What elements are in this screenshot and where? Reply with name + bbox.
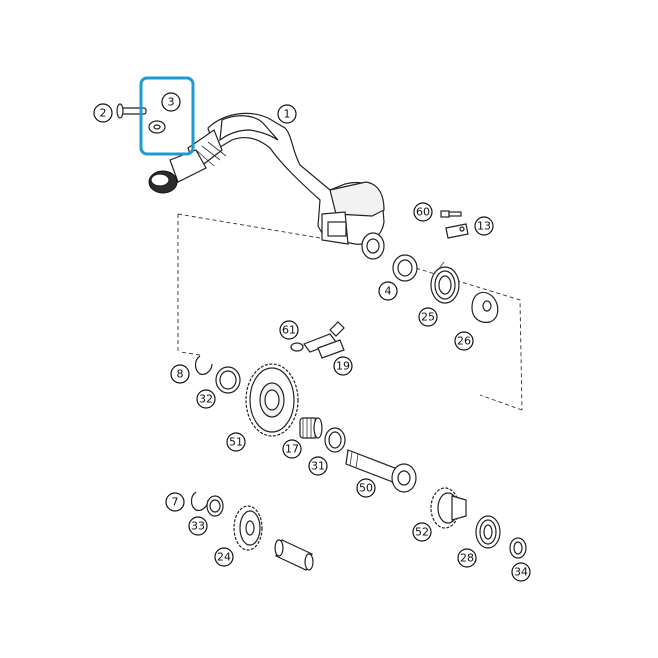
- callout-31[interactable]: 31: [308, 456, 328, 476]
- washer-33: [206, 495, 224, 517]
- svg-text:31: 31: [311, 460, 325, 473]
- svg-text:51: 51: [229, 436, 243, 449]
- svg-text:33: 33: [191, 520, 205, 533]
- callout-3[interactable]: 3: [161, 92, 181, 112]
- shaft-50: [345, 449, 417, 493]
- highlight-box: [139, 76, 195, 156]
- callout-33[interactable]: 33: [188, 516, 208, 536]
- svg-text:60: 60: [416, 206, 430, 219]
- callout-1[interactable]: 1: [277, 104, 297, 124]
- callout-7[interactable]: 7: [165, 492, 185, 512]
- bushing: [274, 539, 314, 571]
- callout-60[interactable]: 60: [413, 202, 433, 222]
- svg-text:25: 25: [421, 311, 435, 324]
- washer-part: [148, 120, 166, 134]
- callout-8[interactable]: 8: [170, 364, 190, 384]
- svg-text:19: 19: [336, 360, 350, 373]
- circlip-8: [194, 355, 213, 375]
- gear-52: [430, 487, 467, 529]
- callout-2[interactable]: 2: [93, 103, 113, 123]
- callout-52[interactable]: 52: [412, 522, 432, 542]
- callout-34[interactable]: 34: [511, 562, 531, 582]
- kick-lever: [148, 112, 385, 260]
- plate-26: [471, 291, 499, 323]
- gear-24: [233, 505, 263, 551]
- gear-51: [245, 363, 299, 437]
- svg-text:1: 1: [284, 108, 291, 121]
- callout-32[interactable]: 32: [196, 389, 216, 409]
- svg-text:13: 13: [477, 220, 491, 233]
- svg-text:24: 24: [217, 551, 231, 564]
- washer-32: [215, 366, 241, 394]
- callout-17[interactable]: 17: [282, 439, 302, 459]
- ratchet-lever: [290, 321, 345, 359]
- clip-part: [445, 223, 469, 239]
- callout-4[interactable]: 4: [378, 281, 398, 301]
- callout-61[interactable]: 61: [279, 320, 299, 340]
- callout-50[interactable]: 50: [356, 478, 376, 498]
- svg-text:7: 7: [172, 496, 179, 509]
- svg-text:28: 28: [460, 552, 474, 565]
- callout-26[interactable]: 26: [454, 331, 474, 351]
- svg-text:8: 8: [177, 368, 184, 381]
- screw-part: [440, 210, 462, 218]
- washer-34: [509, 537, 527, 559]
- circlip-7: [190, 491, 209, 511]
- spring-25: [430, 261, 460, 304]
- svg-text:32: 32: [199, 393, 213, 406]
- svg-text:3: 3: [168, 96, 175, 109]
- svg-text:34: 34: [514, 566, 528, 579]
- callout-28[interactable]: 28: [457, 548, 477, 568]
- callout-25[interactable]: 25: [418, 307, 438, 327]
- washer-31: [324, 427, 346, 453]
- callout-51[interactable]: 51: [226, 432, 246, 452]
- callout-19[interactable]: 19: [333, 356, 353, 376]
- svg-text:50: 50: [359, 482, 373, 495]
- svg-text:2: 2: [100, 107, 107, 120]
- svg-text:4: 4: [385, 285, 392, 298]
- svg-text:52: 52: [415, 526, 429, 539]
- washer-4: [392, 254, 418, 282]
- bearing-17: [299, 417, 323, 439]
- svg-text:61: 61: [282, 324, 296, 337]
- svg-text:17: 17: [285, 443, 299, 456]
- spring-28: [475, 515, 501, 549]
- callout-13[interactable]: 13: [474, 216, 494, 236]
- svg-text:26: 26: [457, 335, 471, 348]
- callout-24[interactable]: 24: [214, 547, 234, 567]
